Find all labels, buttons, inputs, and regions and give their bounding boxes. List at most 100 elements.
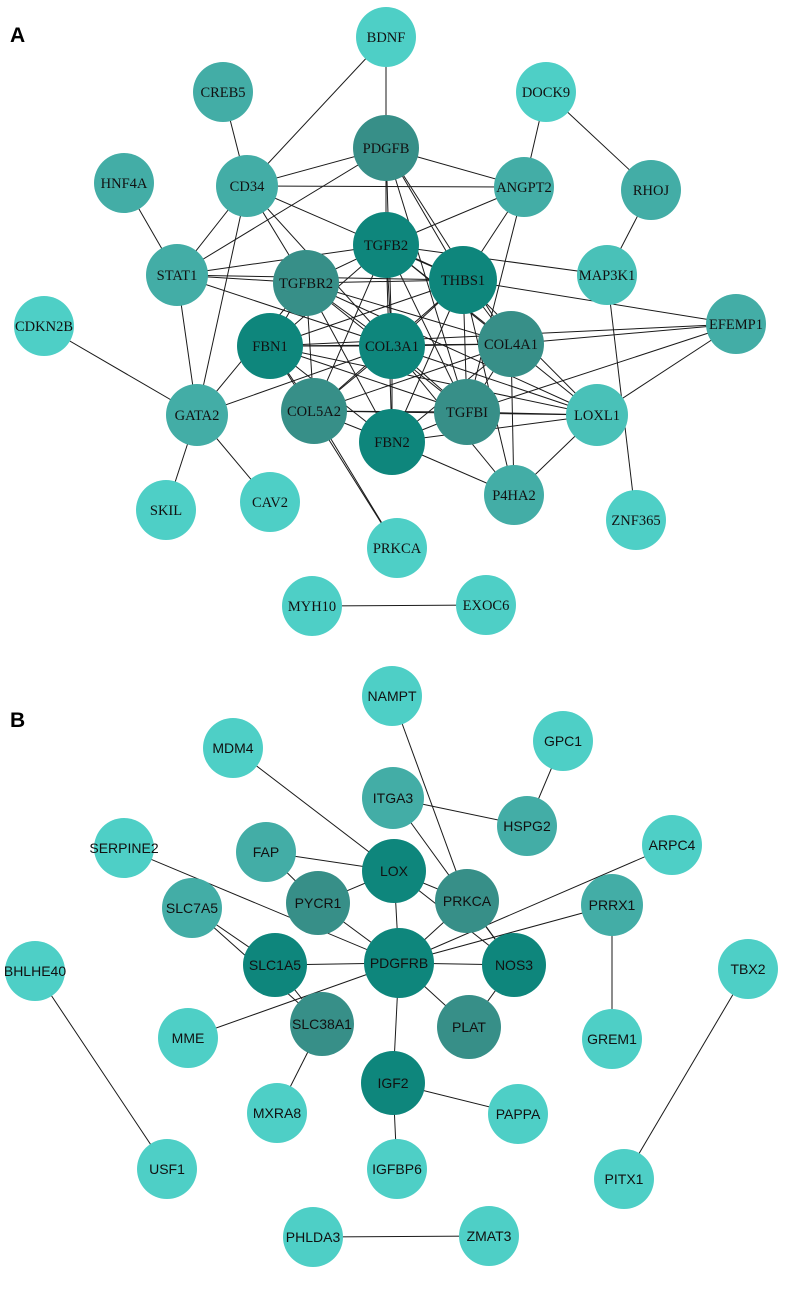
node-label: GPC1 [544, 733, 582, 749]
edge-a-efemp1-tgfbi [466, 323, 737, 413]
node-circle [484, 465, 544, 525]
node-a-fbn1: FBN1 [237, 313, 303, 379]
node-label: PDGFB [363, 141, 410, 157]
node-label: ANGPT2 [496, 180, 552, 196]
node-a-col3a1: COL3A1 [359, 313, 425, 379]
node-label: LOXL1 [574, 408, 620, 424]
node-label: PYCR1 [295, 895, 342, 911]
node-label: FBN2 [374, 435, 409, 451]
node-b-prrx1: PRRX1 [581, 874, 643, 936]
node-circle [435, 869, 499, 933]
node-b-mme: MME [158, 1008, 218, 1068]
node-label: MYH10 [288, 599, 336, 615]
node-a-fbn2: FBN2 [359, 409, 425, 475]
node-circle [594, 1149, 654, 1209]
node-circle [478, 311, 544, 377]
node-label: FAP [253, 844, 279, 860]
node-label: COL3A1 [365, 339, 419, 355]
node-circle [456, 575, 516, 635]
node-label: PLAT [452, 1019, 486, 1035]
node-circle [353, 115, 419, 181]
node-b-nampt: NAMPT [362, 666, 422, 726]
node-b-arpc4: ARPC4 [642, 815, 702, 875]
node-a-thbs1: THBS1 [429, 246, 497, 314]
node-a-tgfbr2: TGFBR2 [273, 250, 339, 316]
node-a-dock9: DOCK9 [516, 62, 576, 122]
node-label: PDGFRB [370, 955, 428, 971]
node-circle [533, 711, 593, 771]
node-label: EFEMP1 [709, 317, 763, 333]
node-circle [582, 1009, 642, 1069]
node-label: USF1 [149, 1161, 185, 1177]
node-circle [459, 1206, 519, 1266]
edge-b-tbx2-pitx1 [623, 968, 749, 1180]
node-label: NOS3 [495, 957, 533, 973]
node-b-slc1a5: SLC1A5 [243, 933, 307, 997]
node-circle [283, 1207, 343, 1267]
node-circle [356, 7, 416, 67]
node-circle [203, 718, 263, 778]
node-a-loxl1: LOXL1 [566, 384, 628, 446]
node-label: HNF4A [101, 176, 148, 192]
edge-a-prkca-fbn1 [269, 345, 398, 549]
node-label: ZNF365 [611, 513, 660, 529]
node-b-pappa: PAPPA [488, 1084, 548, 1144]
node-a-col4a1: COL4A1 [478, 311, 544, 377]
node-label: MME [172, 1030, 205, 1046]
node-label: CREB5 [200, 85, 245, 101]
node-circle [5, 941, 65, 1001]
node-label: LOX [380, 863, 409, 879]
edge-b-arpc4-pdgfrb [398, 844, 673, 964]
node-label: P4HA2 [492, 488, 536, 504]
node-circle [282, 576, 342, 636]
node-circle [361, 1051, 425, 1115]
node-circle [362, 839, 426, 903]
node-label: SLC7A5 [166, 900, 218, 916]
edge-b-serpine2-pdgfrb [123, 847, 400, 964]
node-label: PRKCA [443, 893, 492, 909]
edge-a-gata2-col3a1 [196, 345, 393, 416]
node-label: IGF2 [377, 1075, 408, 1091]
node-label: RHOJ [633, 183, 670, 199]
node-b-usf1: USF1 [137, 1139, 197, 1199]
node-a-creb5: CREB5 [193, 62, 253, 122]
edge-a-stat1-col3a1 [176, 274, 393, 347]
node-label: SLC38A1 [292, 1016, 352, 1032]
node-a-tgfb2: TGFB2 [353, 212, 419, 278]
node-circle [482, 933, 546, 997]
node-b-plat: PLAT [437, 995, 501, 1059]
node-b-fap: FAP [236, 822, 296, 882]
node-circle [364, 928, 434, 998]
node-label: NAMPT [368, 688, 417, 704]
edge-b-prrx1-pdgfrb [398, 904, 613, 964]
node-a-efemp1: EFEMP1 [706, 294, 766, 354]
node-b-pitx1: PITX1 [594, 1149, 654, 1209]
node-label: COL4A1 [484, 337, 538, 353]
node-circle [243, 933, 307, 997]
node-label: PRKCA [373, 541, 422, 557]
node-circle [273, 250, 339, 316]
node-a-angpt2: ANGPT2 [494, 157, 554, 217]
node-a-cav2: CAV2 [240, 472, 300, 532]
node-b-zmat3: ZMAT3 [459, 1206, 519, 1266]
node-circle [359, 313, 425, 379]
node-b-phlda3: PHLDA3 [283, 1207, 343, 1267]
node-b-grem1: GREM1 [582, 1009, 642, 1069]
node-label: THBS1 [441, 273, 485, 289]
node-circle [718, 939, 778, 999]
node-circle [166, 384, 228, 446]
node-label: PHLDA3 [286, 1229, 341, 1245]
node-label: CAV2 [252, 495, 288, 511]
node-circle [240, 472, 300, 532]
edge-a-col4a1-col5a2 [313, 343, 512, 412]
node-label: TGFBR2 [279, 276, 333, 292]
node-b-tbx2: TBX2 [718, 939, 778, 999]
node-label: TBX2 [730, 961, 765, 977]
node-label: PAPPA [496, 1106, 541, 1122]
node-circle [137, 1139, 197, 1199]
node-a-cdkn2b: CDKN2B [14, 296, 74, 356]
node-label: SERPINE2 [89, 840, 158, 856]
node-circle [237, 313, 303, 379]
node-circle [193, 62, 253, 122]
node-label: BDNF [367, 30, 406, 46]
